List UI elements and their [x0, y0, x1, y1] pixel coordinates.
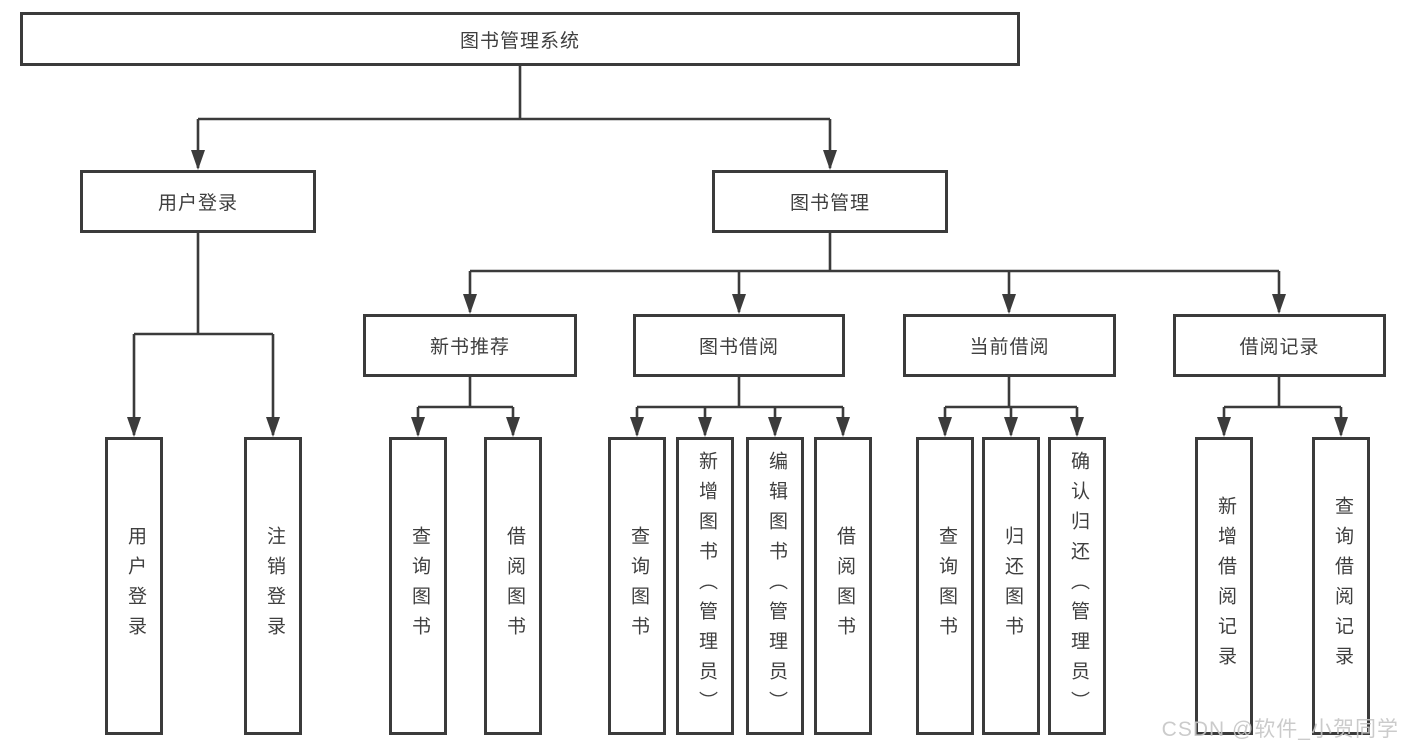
node-new-book-recommendation: 新书推荐 — [363, 314, 577, 377]
leaf-query-borrow-record: 查询借阅记录 — [1312, 437, 1370, 735]
node-library-management-system: 图书管理系统 — [20, 12, 1020, 66]
leaf-recommend-borrow-books: 借阅图书 — [484, 437, 542, 735]
leaf-add-books-admin: 新增图书（管理员） — [676, 437, 734, 735]
node-borrowing-records: 借阅记录 — [1173, 314, 1386, 377]
leaf-recommend-query-books: 查询图书 — [389, 437, 447, 735]
leaf-current-query-books: 查询图书 — [916, 437, 974, 735]
node-current-borrowing: 当前借阅 — [903, 314, 1116, 377]
leaf-borrowing-query-books: 查询图书 — [608, 437, 666, 735]
leaf-edit-books-admin: 编辑图书（管理员） — [746, 437, 804, 735]
leaf-borrowing-borrow-books: 借阅图书 — [814, 437, 872, 735]
node-book-management: 图书管理 — [712, 170, 948, 233]
leaf-return-books: 归还图书 — [982, 437, 1040, 735]
node-user-login: 用户登录 — [80, 170, 316, 233]
node-book-borrowing: 图书借阅 — [633, 314, 845, 377]
leaf-user-login: 用户登录 — [105, 437, 163, 735]
leaf-confirm-return-admin: 确认归还（管理员） — [1048, 437, 1106, 735]
leaf-logout: 注销登录 — [244, 437, 302, 735]
leaf-add-borrow-record: 新增借阅记录 — [1195, 437, 1253, 735]
watermark: CSDN @软件_小贺同学 — [1161, 718, 1399, 741]
